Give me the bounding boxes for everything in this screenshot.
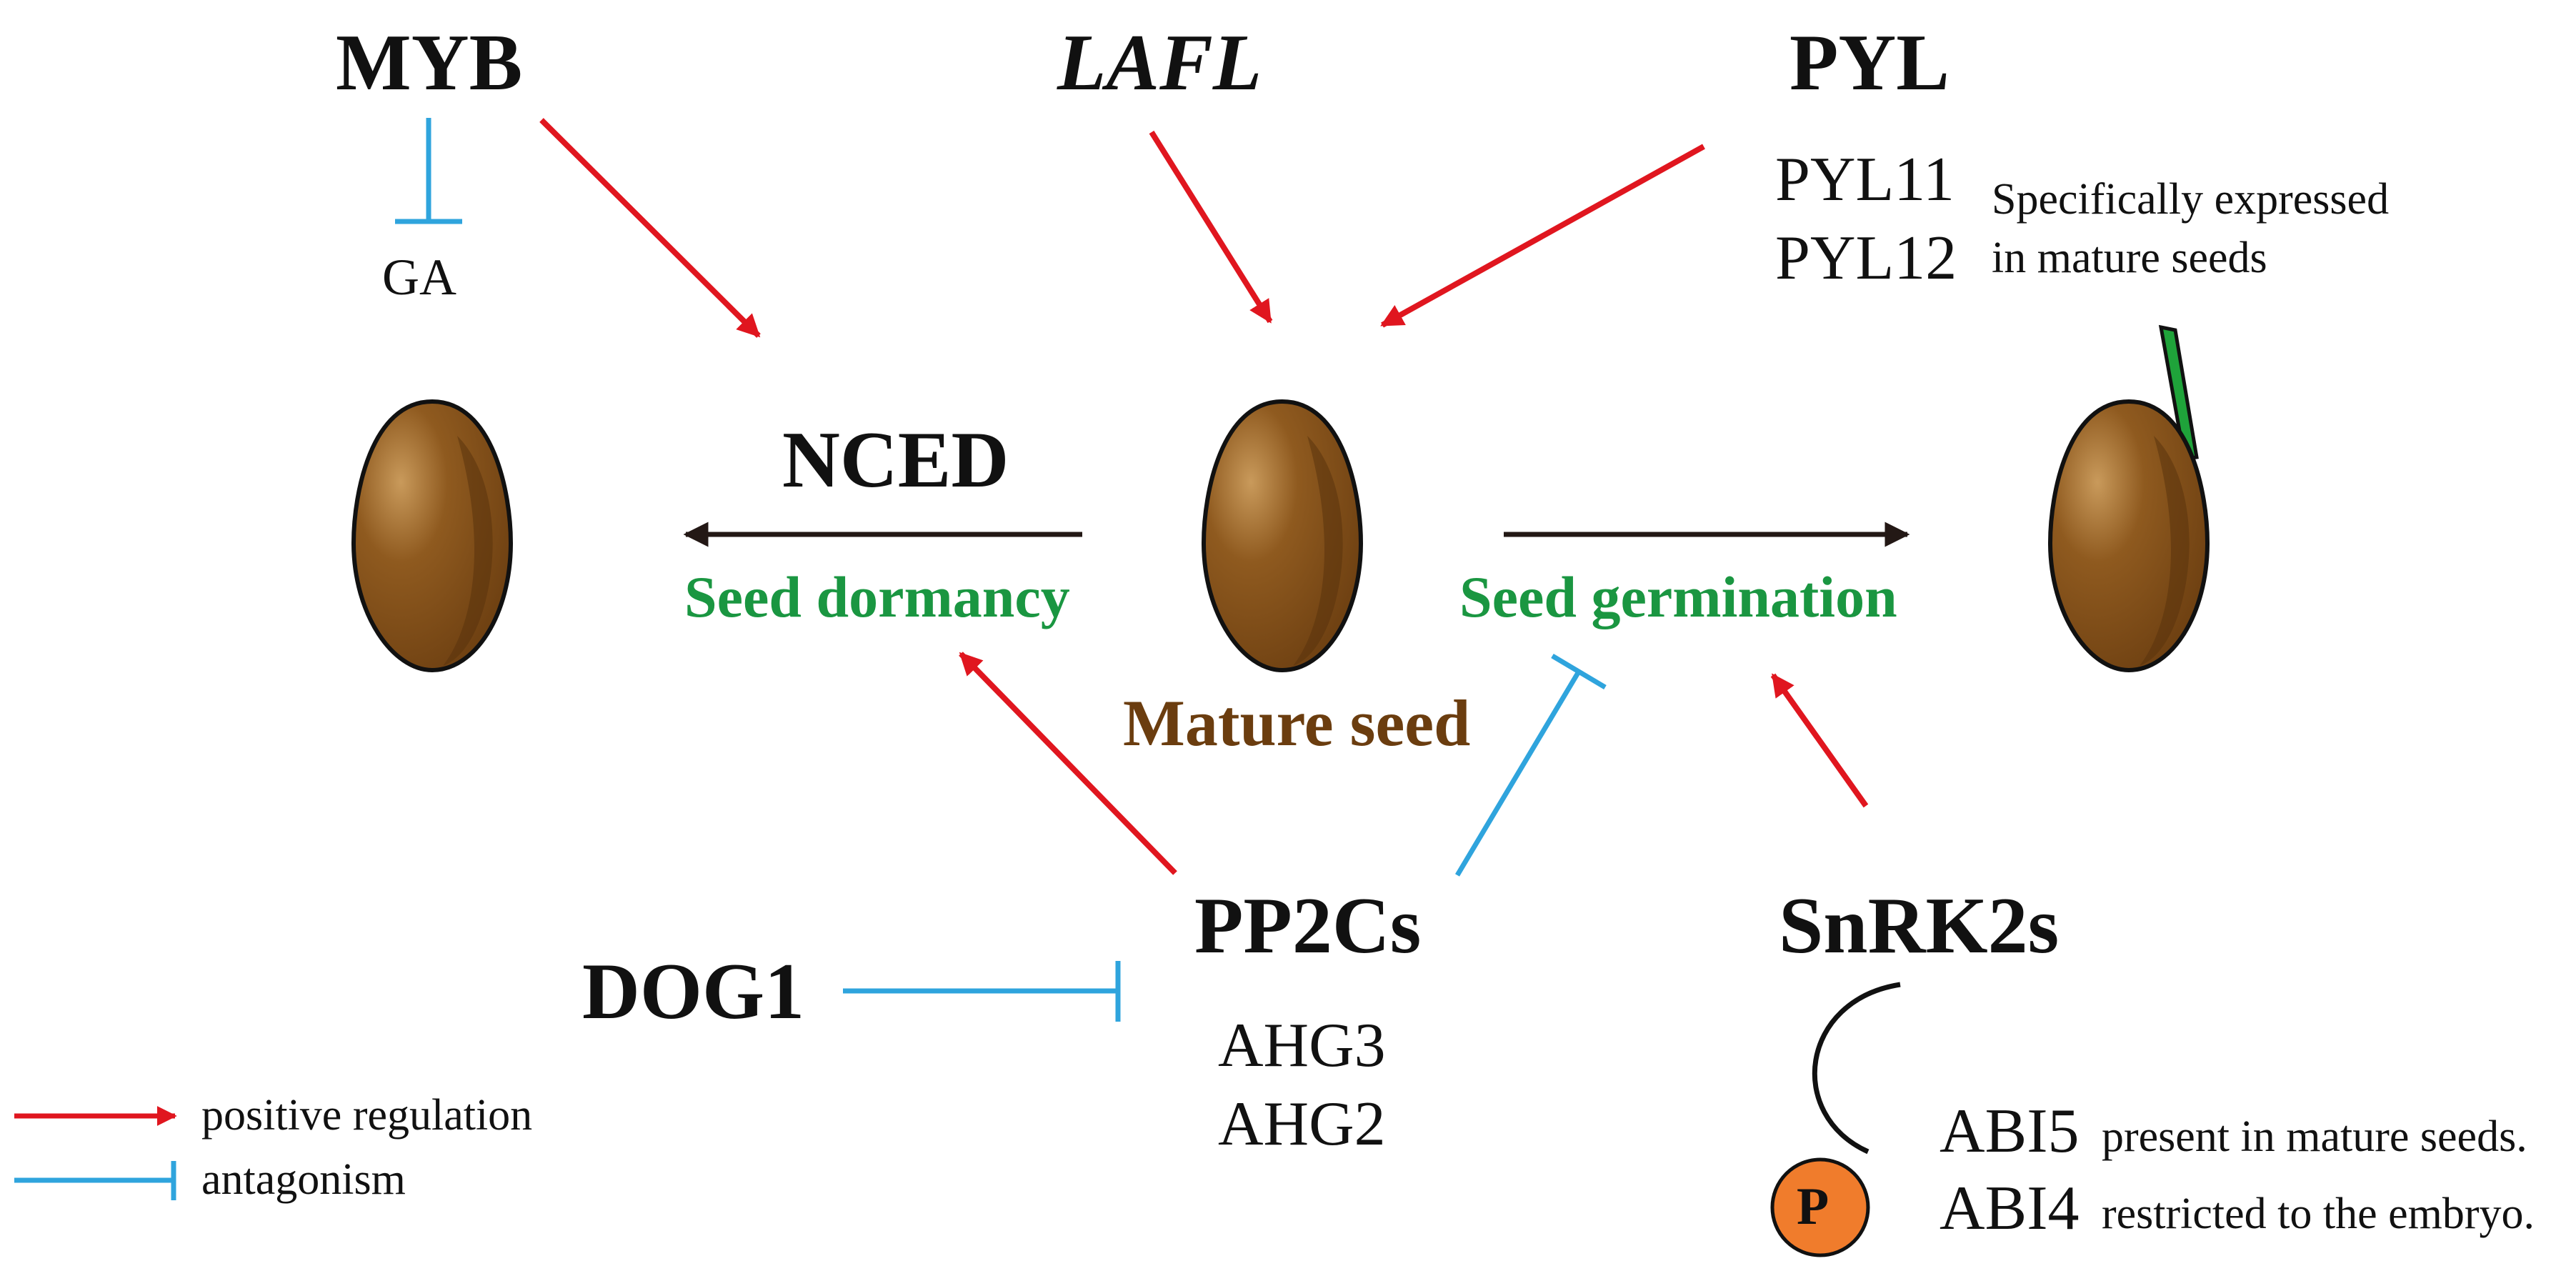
phosphate-circle <box>1770 1157 1870 1257</box>
pyl-note-line1: Specifically expressed <box>1992 175 2390 224</box>
label-pyl11: PYL11 <box>1775 145 1955 214</box>
label-ahg3: AHG3 <box>1218 1011 1386 1080</box>
inhibit-dog1-pp2cs <box>843 961 1121 1022</box>
seed-left <box>351 399 514 673</box>
label-dog1: DOG1 <box>582 947 805 1036</box>
label-mature-seed: Mature seed <box>1123 687 1471 759</box>
label-snrk2s: SnRK2s <box>1779 882 2060 970</box>
arrow-pyl-to-mature-seed <box>1380 144 1705 328</box>
arrow-snrk2s-to-germination <box>1770 673 1869 808</box>
legend-antagonism-label: antagonism <box>201 1155 406 1204</box>
legend-antagonism-line <box>14 1161 176 1200</box>
label-pp2cs: PP2Cs <box>1194 882 1422 970</box>
inhibit-pp2cs-germination <box>1454 653 1607 877</box>
arrow-myb-to-nced <box>539 118 761 338</box>
label-myb: MYB <box>336 19 523 107</box>
label-pyl: PYL <box>1789 19 1950 107</box>
label-seed-germination: Seed germination <box>1459 564 1897 629</box>
label-abi4: ABI4 <box>1940 1174 2080 1243</box>
label-ga: GA <box>382 249 456 306</box>
seed-germinating <box>2047 324 2210 673</box>
arrow-pp2cs-to-dormancy <box>959 652 1177 875</box>
label-pyl12: PYL12 <box>1775 224 1957 293</box>
snrk2s-abi-arc <box>1812 982 1901 1155</box>
label-lafl: LAFL <box>1057 19 1262 107</box>
seed-mature <box>1201 399 1364 673</box>
abi5-note: present in mature seeds. <box>2102 1112 2527 1161</box>
legend-positive-label: positive regulation <box>201 1091 533 1140</box>
label-ahg2: AHG2 <box>1218 1090 1386 1159</box>
inhibit-myb-ga <box>395 118 462 224</box>
phosphate-label: P <box>1797 1177 1829 1236</box>
pyl-note-line2: in mature seeds <box>1992 234 2267 282</box>
abi4-note: restricted to the embryo. <box>2102 1190 2535 1238</box>
label-seed-dormancy: Seed dormancy <box>684 564 1070 629</box>
label-nced: NCED <box>782 416 1009 504</box>
arrow-lafl-to-mature-seed <box>1149 130 1273 324</box>
label-abi5: ABI5 <box>1940 1097 2080 1166</box>
